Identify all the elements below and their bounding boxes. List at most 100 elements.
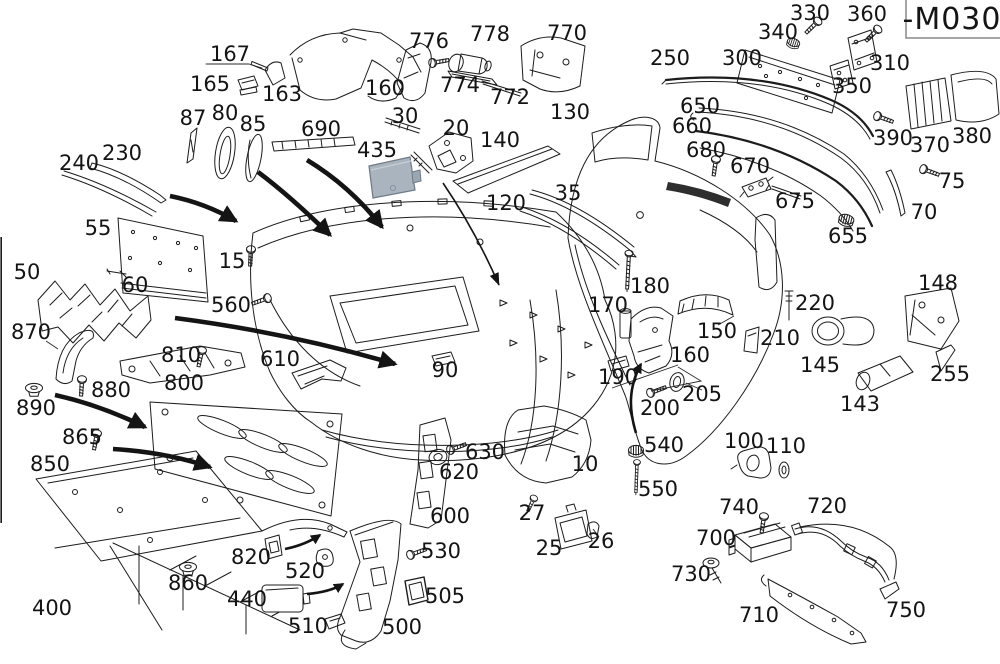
part-number-label-700[interactable]: 700 bbox=[696, 526, 736, 550]
part-number-label-880[interactable]: 880 bbox=[91, 378, 131, 402]
part-number-label-890[interactable]: 890 bbox=[16, 396, 56, 420]
part-number-label-750[interactable]: 750 bbox=[886, 598, 926, 622]
bumper-carrier bbox=[250, 198, 617, 465]
part-number-label-160[interactable]: 160 bbox=[365, 76, 405, 100]
part-number-label-610[interactable]: 610 bbox=[260, 347, 300, 371]
part-number-label-15[interactable]: 15 bbox=[219, 249, 246, 273]
part-number-label-340[interactable]: 340 bbox=[758, 20, 798, 44]
part-number-label-205[interactable]: 205 bbox=[682, 382, 722, 406]
part-number-label-630[interactable]: 630 bbox=[465, 440, 505, 464]
part-number-label-870[interactable]: 870 bbox=[11, 320, 51, 344]
part-number-label-740[interactable]: 740 bbox=[719, 495, 759, 519]
part-number-label-520[interactable]: 520 bbox=[285, 559, 325, 583]
part-number-label-167[interactable]: 167 bbox=[210, 42, 250, 66]
part-number-label-75[interactable]: 75 bbox=[939, 169, 966, 193]
part-number-label-510[interactable]: 510 bbox=[288, 614, 328, 638]
part-number-label-810[interactable]: 810 bbox=[161, 343, 201, 367]
part-number-label-310[interactable]: 310 bbox=[870, 51, 910, 75]
sliver-87 bbox=[186, 127, 198, 164]
part-number-label-35[interactable]: 35 bbox=[555, 181, 582, 205]
harness-720 bbox=[791, 522, 897, 583]
part-number-label-550[interactable]: 550 bbox=[638, 477, 678, 501]
part-number-label-820[interactable]: 820 bbox=[231, 545, 271, 569]
part-number-label-350[interactable]: 350 bbox=[832, 74, 872, 98]
part-number-label-370[interactable]: 370 bbox=[910, 133, 950, 157]
part-number-label-850[interactable]: 850 bbox=[30, 452, 70, 476]
part-number-label-165[interactable]: 165 bbox=[190, 72, 230, 96]
plate-300 bbox=[736, 49, 841, 114]
part-number-label-720[interactable]: 720 bbox=[807, 494, 847, 518]
part-number-label-240[interactable]: 240 bbox=[59, 151, 99, 175]
part-number-label-360[interactable]: 360 bbox=[847, 2, 887, 26]
part-number-label-440[interactable]: 440 bbox=[227, 587, 267, 611]
part-number-label-660[interactable]: 660 bbox=[672, 114, 712, 138]
part-number-label-120[interactable]: 120 bbox=[486, 191, 526, 215]
part-number-label-650[interactable]: 650 bbox=[680, 94, 720, 118]
part-number-label-160[interactable]: 160 bbox=[670, 343, 710, 367]
part-number-label-25[interactable]: 25 bbox=[536, 536, 563, 560]
part-number-label-435[interactable]: 435 bbox=[357, 138, 397, 162]
part-number-label-530[interactable]: 530 bbox=[421, 539, 461, 563]
part-number-label-50[interactable]: 50 bbox=[14, 260, 41, 284]
part-number-label-26[interactable]: 26 bbox=[588, 529, 615, 553]
part-number-label-110[interactable]: 110 bbox=[766, 434, 806, 458]
part-number-label-390[interactable]: 390 bbox=[873, 126, 913, 150]
part-number-label-250[interactable]: 250 bbox=[650, 46, 690, 70]
part-number-label-20[interactable]: 20 bbox=[443, 116, 470, 140]
part-number-label-500[interactable]: 500 bbox=[382, 615, 422, 639]
part-number-label-170[interactable]: 170 bbox=[588, 293, 628, 317]
part-number-label-80[interactable]: 80 bbox=[212, 101, 239, 125]
part-number-label-100[interactable]: 100 bbox=[724, 429, 764, 453]
part-number-label-148[interactable]: 148 bbox=[918, 271, 958, 295]
part-number-label-150[interactable]: 150 bbox=[697, 319, 737, 343]
part-number-label-180[interactable]: 180 bbox=[630, 274, 670, 298]
part-number-label-255[interactable]: 255 bbox=[930, 362, 970, 386]
part-number-label-143[interactable]: 143 bbox=[840, 392, 880, 416]
bracket-500 bbox=[337, 519, 402, 650]
part-number-label-505[interactable]: 505 bbox=[425, 584, 465, 608]
part-number-label-145[interactable]: 145 bbox=[800, 353, 840, 377]
part-number-label-770[interactable]: 770 bbox=[547, 21, 587, 45]
part-number-label-130[interactable]: 130 bbox=[550, 100, 590, 124]
bracket-870b bbox=[119, 345, 246, 384]
part-number-label-90[interactable]: 90 bbox=[432, 358, 459, 382]
part-number-label-540[interactable]: 540 bbox=[644, 433, 684, 457]
part-number-label-772[interactable]: 772 bbox=[490, 85, 530, 109]
part-number-label-55[interactable]: 55 bbox=[85, 216, 112, 240]
part-number-label-690[interactable]: 690 bbox=[301, 117, 341, 141]
part-number-label-140[interactable]: 140 bbox=[480, 128, 520, 152]
part-number-label-620[interactable]: 620 bbox=[439, 460, 479, 484]
part-number-label-27[interactable]: 27 bbox=[519, 501, 546, 525]
part-number-label-800[interactable]: 800 bbox=[164, 371, 204, 395]
part-number-label-778[interactable]: 778 bbox=[470, 22, 510, 46]
part-number-label-730[interactable]: 730 bbox=[671, 562, 711, 586]
part-number-label-680[interactable]: 680 bbox=[686, 138, 726, 162]
part-number-label-85[interactable]: 85 bbox=[240, 112, 267, 136]
part-number-label-200[interactable]: 200 bbox=[640, 396, 680, 420]
part-number-label-675[interactable]: 675 bbox=[775, 189, 815, 213]
part-number-label-380[interactable]: 380 bbox=[952, 124, 992, 148]
part-number-label-163[interactable]: 163 bbox=[262, 82, 302, 106]
part-number-label-30[interactable]: 30 bbox=[392, 104, 419, 128]
part-number-label-300[interactable]: 300 bbox=[722, 46, 762, 70]
part-number-label-330[interactable]: 330 bbox=[790, 1, 830, 25]
part-number-label-774[interactable]: 774 bbox=[440, 73, 480, 97]
part-number-label-190[interactable]: 190 bbox=[598, 365, 638, 389]
part-number-label-600[interactable]: 600 bbox=[430, 504, 470, 528]
part-number-label-87[interactable]: 87 bbox=[180, 106, 207, 130]
part-number-label-710[interactable]: 710 bbox=[739, 603, 779, 627]
part-number-label-670[interactable]: 670 bbox=[730, 154, 770, 178]
part-number-label-776[interactable]: 776 bbox=[409, 29, 449, 53]
part-number-label-220[interactable]: 220 bbox=[795, 291, 835, 315]
part-number-label-400[interactable]: 400 bbox=[32, 596, 72, 620]
part-number-label-865[interactable]: 865 bbox=[62, 425, 102, 449]
part-number-label-70[interactable]: 70 bbox=[911, 200, 938, 224]
frame-25 bbox=[554, 503, 593, 550]
part-number-label-210[interactable]: 210 bbox=[760, 326, 800, 350]
part-number-label-10[interactable]: 10 bbox=[572, 452, 599, 476]
part-number-label-60[interactable]: 60 bbox=[122, 273, 149, 297]
part-number-label-655[interactable]: 655 bbox=[828, 224, 868, 248]
part-number-label-860[interactable]: 860 bbox=[168, 571, 208, 595]
part-number-label-560[interactable]: 560 bbox=[211, 293, 251, 317]
part-number-label-230[interactable]: 230 bbox=[102, 141, 142, 165]
